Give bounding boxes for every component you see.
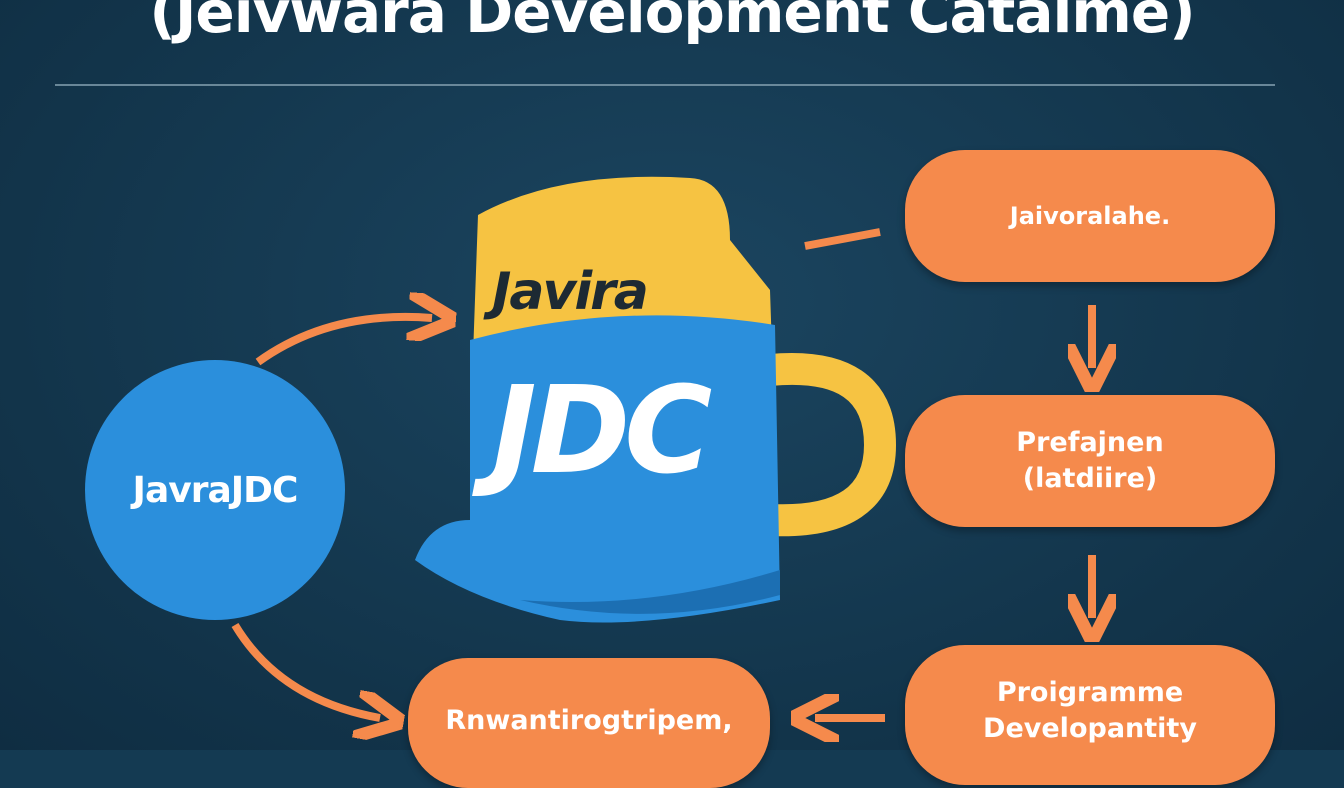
step-node-3: Proigramme Developantity bbox=[905, 645, 1275, 785]
step-label: Prefajnen (latdiire) bbox=[1016, 426, 1164, 494]
step-label: Proigramme Developantity bbox=[983, 677, 1197, 745]
divider bbox=[55, 84, 1275, 86]
book-top-label: Javira bbox=[492, 262, 649, 322]
book-body-blue bbox=[415, 315, 780, 623]
step-label: Rnwantirogtripem, bbox=[445, 705, 733, 736]
page-title: (Jeivwara Development Catalme) bbox=[149, 0, 1195, 46]
dashed-connector bbox=[804, 228, 881, 250]
mug-handle bbox=[768, 353, 897, 537]
step-node-1: Jaivoralahe. bbox=[905, 150, 1275, 282]
book-main-label: JDC bbox=[492, 362, 712, 501]
arrow-hub-to-book bbox=[255, 317, 432, 366]
hub-label: JavraJDC bbox=[132, 469, 299, 511]
hub-node: JavraJDC bbox=[85, 360, 345, 620]
arrow-hub-to-bottom bbox=[231, 622, 380, 718]
step-node-2: Prefajnen (latdiire) bbox=[905, 395, 1275, 527]
step-label: Jaivoralahe. bbox=[1009, 201, 1171, 230]
step-node-4: Rnwantirogtripem, bbox=[408, 658, 770, 788]
diagram-graphics bbox=[231, 176, 1344, 750]
